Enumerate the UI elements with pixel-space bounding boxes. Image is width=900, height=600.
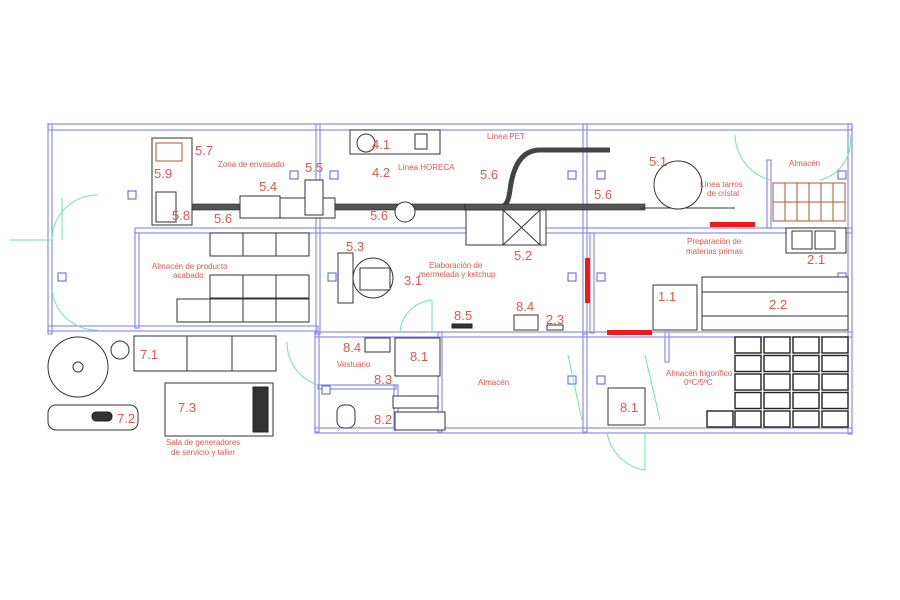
equipment-label: 5.8 [172, 208, 190, 223]
equipment-label: 7.3 [178, 400, 196, 415]
equipment-label: 4.2 [372, 165, 390, 180]
equipment-label: 5.6 [214, 211, 232, 226]
pallet [706, 410, 734, 428]
room-preparacion-2: materias primas [686, 247, 743, 256]
equipment-label: 5.3 [346, 239, 364, 254]
equipment-label: 1.1 [658, 289, 676, 304]
room-frigorifico-2: 0ºC/5ºC [684, 378, 713, 387]
room-vestuario: Vestuario [337, 360, 371, 369]
room-linea-pet: Línea PET [487, 132, 525, 141]
pallet [763, 410, 791, 428]
pallet [734, 410, 762, 428]
equipment-label: 8.4 [343, 340, 361, 355]
pallet [763, 391, 791, 410]
equipment-label: 8.2 [374, 412, 392, 427]
room-frigorifico: Almacén frigorífico [666, 369, 733, 378]
pallet [792, 391, 820, 410]
pallet [821, 354, 849, 373]
room-preparacion: Preparación de [687, 237, 742, 246]
room-almacen-producto-2: acabado [173, 271, 204, 280]
equipment-label: 8.1 [410, 349, 428, 364]
equipment-label: 8.3 [374, 372, 392, 387]
shelves [176, 182, 849, 428]
generator-equipment [47, 335, 646, 437]
pallet [763, 354, 791, 373]
fire-door [607, 330, 652, 335]
fire-door [710, 222, 755, 227]
equipment-label: 5.6 [370, 208, 388, 223]
equipment-labels: 5.7 5.9 5.8 5.4 5.5 5.6 5.6 5.6 5.6 4.1 … [117, 137, 825, 427]
equipment-label: 7.2 [117, 411, 135, 426]
pallet [792, 354, 820, 373]
room-generadores: Sala de generadores [166, 438, 240, 447]
equipment-label: 5.7 [195, 143, 213, 158]
pallet [792, 410, 820, 428]
pallet [734, 391, 762, 410]
equipment-label: 5.5 [305, 160, 323, 175]
room-linea-tarros-2: de cristal [707, 189, 739, 198]
equipment-label: 2.3 [546, 312, 564, 327]
equipment-label: 5.4 [259, 179, 277, 194]
room-elaboracion: Elaboración de [429, 261, 483, 270]
doors [10, 134, 851, 471]
pallet [821, 391, 849, 410]
equipment-label: 2.1 [807, 252, 825, 267]
equipment-label: 7.1 [140, 347, 158, 362]
pallet [821, 336, 849, 354]
pallet [734, 373, 762, 391]
equipment-label: 5.2 [514, 248, 532, 263]
room-elaboracion-2: mermelada y ketchup [419, 270, 496, 279]
equipment-label: 3.1 [404, 273, 422, 288]
pallet [763, 373, 791, 391]
room-linea-tarros: Línea tarros [700, 180, 743, 189]
room-labels: Zona de envasado Línea HORECA Línea PET … [152, 132, 820, 457]
pallet [763, 336, 791, 354]
room-generadores-2: de servicio y taller [171, 448, 235, 457]
pallet [734, 336, 762, 354]
equipment-label: 2.2 [769, 297, 787, 312]
room-linea-horeca: Línea HORECA [398, 163, 455, 172]
room-almacen-bottom: Almacén [478, 378, 509, 387]
equipment-label: 5.1 [649, 154, 667, 169]
pallet [792, 336, 820, 354]
room-zona-envasado: Zona de envasado [218, 160, 285, 169]
pallet [792, 373, 820, 391]
equipment-label: 8.1 [620, 400, 638, 415]
room-almacen-top: Almacén [789, 159, 820, 168]
pallet [821, 373, 849, 391]
equipment-label: 5.6 [480, 167, 498, 182]
equipment-label: 8.4 [516, 299, 534, 314]
fire-door [585, 258, 590, 303]
equipment [151, 129, 849, 331]
room-almacen-producto: Almacén de producto [152, 262, 228, 271]
equipment-label: 5.9 [154, 166, 172, 181]
pallet [734, 354, 762, 373]
equipment-label: 8.5 [454, 308, 472, 323]
equipment-label: 4.1 [372, 137, 390, 152]
equipment-label: 5.6 [594, 187, 612, 202]
pallet [821, 410, 849, 428]
